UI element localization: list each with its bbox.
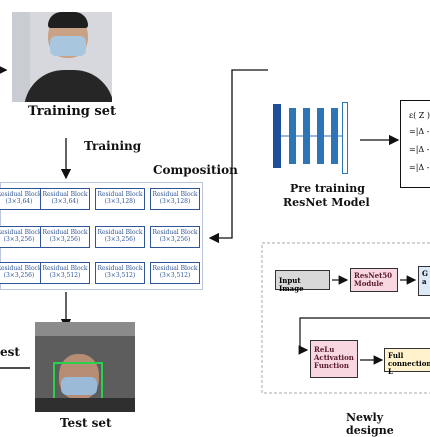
fc-label-2: connection L	[388, 359, 430, 376]
residual-block-dims: (3×3,512)	[159, 272, 191, 279]
residual-block-dims: (3×3,256)	[159, 236, 191, 243]
residual-block: Residual Block(3×3,256)	[0, 226, 44, 248]
training-label: Training	[84, 139, 142, 153]
pretraining-subtitle: ResNet Model	[283, 196, 370, 209]
residual-block-dims: (3×3,256)	[3, 236, 35, 243]
residual-block-name: Residual Block	[42, 265, 88, 272]
residual-block-dims: (3×3,64)	[51, 198, 79, 205]
input-image-box: Input Image	[275, 270, 330, 293]
residual-block-name: Residual Block	[152, 191, 198, 198]
ga-label-1: G	[422, 269, 428, 278]
formula-line-3: =|Δ -	[409, 145, 430, 154]
residual-block: Residual Block(3×3,256)	[40, 226, 90, 248]
residual-block-name: Residual Block	[42, 229, 88, 236]
residual-block-dims: (3×3,256)	[3, 272, 35, 279]
formula-line-1: ε( Z )	[409, 111, 430, 120]
input-image-label: Input Image	[279, 276, 304, 293]
relu-label-1: ReLu	[314, 345, 335, 354]
residual-block: Residual Block(3×3,256)	[0, 262, 44, 284]
residual-block: Residual Block(3×3,512)	[40, 262, 90, 284]
residual-block: Residual Block(3×3,64)	[0, 188, 44, 210]
residual-block-name: Residual Block	[97, 191, 143, 198]
residual-block-dims: (3×3,256)	[104, 236, 136, 243]
relu-label-3: Function	[314, 361, 349, 370]
ga-box: G a	[418, 266, 430, 296]
residual-block-name: Residual Block	[0, 229, 42, 236]
ga-label-2: a	[422, 277, 427, 286]
newly-designed-label: Newly designe	[346, 411, 394, 437]
composition-label: Composition	[153, 163, 238, 177]
residual-block-dims: (3×3,256)	[49, 236, 81, 243]
residual-block-name: Residual Block	[97, 229, 143, 236]
test-label: est	[0, 345, 20, 359]
residual-block-name: Residual Block	[152, 265, 198, 272]
residual-block-dims: (3×3,64)	[5, 198, 33, 205]
formula-box: ε( Z ) =|Δ - =|Δ - =|Δ -	[400, 100, 430, 188]
residual-block-name: Residual Block	[152, 229, 198, 236]
fc-label-1: Full	[388, 351, 404, 360]
residual-block-name: Residual Block	[42, 191, 88, 198]
formula-line-4: =|Δ -	[409, 163, 430, 172]
residual-block-dims: (3×3,128)	[159, 198, 191, 205]
full-connection-box: Full connection L	[384, 348, 430, 376]
formula-line-2: =|Δ -	[409, 127, 430, 136]
residual-block-name: Residual Block	[0, 265, 42, 272]
resnet-model-graphic	[270, 98, 348, 178]
residual-block-name: Residual Block	[97, 265, 143, 272]
residual-block: Residual Block(3×3,512)	[150, 262, 200, 284]
relu-box: ReLu Activation Function	[310, 340, 358, 378]
residual-block: Residual Block(3×3,128)	[150, 188, 200, 210]
relu-label-2: Activation	[314, 353, 354, 362]
training-set-label: Training set	[28, 104, 116, 119]
residual-block-name: Residual Block	[0, 191, 42, 198]
residual-block: Residual Block(3×3,512)	[95, 262, 145, 284]
training-photo	[12, 12, 112, 102]
residual-block-dims: (3×3,512)	[104, 272, 136, 279]
test-set-label: Test set	[60, 416, 112, 430]
resnet50-label: ResNet50	[354, 271, 393, 280]
resnet50-sub-label: Module	[354, 279, 384, 288]
residual-block: Residual Block(3×3,128)	[95, 188, 145, 210]
resnet50-module-box: ResNet50 Module	[350, 268, 398, 292]
residual-block: Residual Block(3×3,256)	[150, 226, 200, 248]
residual-block-dims: (3×3,128)	[104, 198, 136, 205]
residual-block: Residual Block(3×3,256)	[95, 226, 145, 248]
test-photo	[35, 322, 135, 412]
residual-block-dims: (3×3,512)	[49, 272, 81, 279]
pretraining-title: Pre training	[290, 182, 365, 195]
residual-block: Residual Block(3×3,64)	[40, 188, 90, 210]
